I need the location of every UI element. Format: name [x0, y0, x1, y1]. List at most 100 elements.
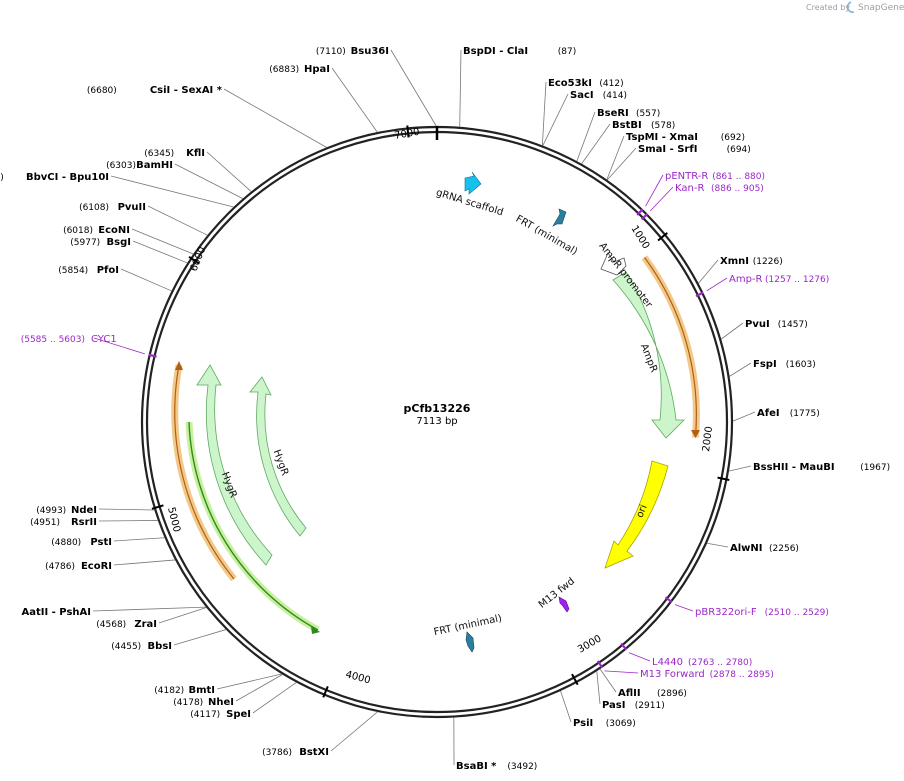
enzyme-bstxi-position: (3786): [262, 748, 292, 758]
enzyme-pasi-leader: [596, 671, 601, 705]
primer-pentrr-label: pENTR-R: [665, 171, 708, 182]
feature-ori-arrow: [604, 460, 669, 569]
feature-frt-bottom-arrow: [465, 631, 475, 653]
enzyme-pfoi-label: PfoI: [97, 265, 119, 276]
enzyme-nhei-leader: [235, 674, 283, 702]
enzyme-rsrii-position: (4951): [30, 518, 60, 528]
primer-m13forward-label: M13 Forward: [640, 669, 705, 680]
tick-label-1000: 1000: [628, 224, 651, 251]
enzyme-econi-label: EcoNI: [98, 225, 130, 236]
enzyme-saci-label: SacI: [570, 90, 594, 101]
feature-label-m13-fwd: M13 fwd: [537, 576, 577, 611]
primer-ampr-site: [695, 291, 704, 298]
enzyme-ndei-leader: [98, 508, 155, 511]
enzyme-kfli-position: (6345): [144, 149, 174, 159]
enzyme-aatii-label: AatII - PshAI: [21, 607, 91, 618]
enzyme-pvuii-label: PvuII: [118, 202, 146, 213]
enzyme-xmni-position: (1226): [753, 257, 783, 267]
enzyme-csii-position: (6680): [87, 86, 117, 96]
enzyme-bbvci-label: BbvCI - Bpu10I: [26, 172, 109, 183]
plasmid-size: 7113 bp: [416, 416, 457, 427]
enzyme-zrai-leader: [158, 607, 207, 624]
tick-label-7000: 7000: [394, 127, 421, 142]
snapgene-logo-icon: [846, 1, 855, 13]
enzyme-afei-position: (1775): [790, 409, 820, 419]
primer-cyc1-leader: [93, 337, 145, 355]
enzyme-bbsi-position: (4455): [111, 642, 141, 652]
primer-cyc1-site: [148, 353, 157, 358]
enzyme-alwni-leader: [706, 542, 729, 548]
enzyme-bsabi-label: BsaBI *: [456, 761, 497, 772]
enzyme-bsu36i-position: (7110): [316, 47, 346, 57]
feature-ampr-promoter-arrow: [600, 252, 627, 276]
enzyme-psii-position: (3069): [606, 719, 636, 729]
enzyme-bsgi-leader: [132, 240, 188, 264]
enzyme-tspmi-label: TspMI - XmaI: [626, 132, 698, 143]
primer-ampr-leader: [706, 277, 728, 292]
feature-m13-fwd-arrow: [558, 596, 570, 613]
enzyme-aatii-leader: [92, 606, 207, 612]
enzyme-pasi-label: PasI: [602, 700, 625, 711]
enzyme-bstxi-leader: [330, 711, 378, 752]
leader-layer: [92, 49, 756, 766]
orf-hygr-arrowhead: [175, 361, 183, 370]
enzyme-bmti-position: (4182): [154, 686, 184, 696]
enzyme-psti-position: (4880): [51, 538, 81, 548]
enzyme-bstbi-position: (578): [651, 121, 675, 131]
enzyme-psti-leader: [113, 537, 165, 542]
tick-label-3000: 3000: [576, 633, 604, 655]
enzyme-kfli-label: KflI: [186, 148, 205, 159]
enzyme-bbvci-leader: [110, 175, 234, 208]
enzyme-hpai-leader: [331, 67, 378, 133]
enzyme-pvui-position: (1457): [778, 320, 808, 330]
enzyme-bsgi-position: (5977): [70, 238, 100, 248]
enzyme-smai-label: SmaI - SrfI: [638, 144, 697, 155]
enzyme-fspi-label: FspI: [753, 359, 777, 370]
enzyme-fspi-leader: [729, 362, 752, 377]
enzyme-bstbi-leader: [581, 123, 611, 164]
enzyme-spei-position: (4117): [190, 710, 220, 720]
primer-cyc1-range: (5585 .. 5603): [21, 335, 85, 345]
primer-l4440-site: [620, 642, 628, 651]
enzyme-xmni-leader: [698, 259, 719, 284]
brand-created-by: Created by: [806, 3, 850, 12]
primer-m13forward-site: [596, 660, 604, 669]
enzyme-bsu36i-leader: [390, 49, 437, 127]
primer-ampr-label: Amp-R: [729, 274, 763, 285]
enzyme-saci-position: (414): [603, 91, 627, 101]
enzyme-bamhi-position: (6303): [106, 161, 136, 171]
enzyme-pasi-position: (2911): [635, 701, 665, 711]
enzyme-bsshii-position: (1967): [860, 463, 890, 473]
orf-green-line: [188, 421, 319, 631]
primer-l4440-leader: [628, 652, 651, 662]
enzyme-eco53ki-position: (412): [599, 79, 623, 89]
enzyme-rsrii-label: RsrII: [71, 517, 97, 528]
enzyme-tspmi-position: (692): [721, 133, 745, 143]
feature-ampr-arrow: [612, 271, 685, 439]
enzyme-bamhi-label: BamHI: [136, 160, 173, 171]
enzyme-bbsi-label: BbsI: [148, 641, 172, 652]
tick-7000: [406, 125, 410, 138]
tick-1000: [657, 232, 668, 242]
enzyme-csii-label: CsiI - SexAI *: [150, 85, 223, 96]
tick-3000: [571, 673, 579, 686]
enzyme-pvuii-position: (6108): [79, 203, 109, 213]
tick-label-6000: 6000: [189, 245, 209, 273]
enzyme-ecori-position: (4786): [45, 562, 75, 572]
enzyme-nhei-label: NheI: [208, 697, 234, 708]
enzyme-afei-label: AfeI: [757, 408, 780, 419]
feature-label-ampr-promoter: AmpR promoter: [597, 241, 655, 311]
enzyme-pvui-leader: [720, 322, 744, 340]
enzyme-afei-leader: [732, 411, 756, 422]
enzyme-bbvci-position: (6255): [0, 173, 4, 183]
enzyme-hpai-label: HpaI: [304, 64, 330, 75]
enzyme-alwni-label: AlwNI: [730, 543, 763, 554]
primer-pbr322orif-range: (2510 .. 2529): [765, 608, 829, 618]
orf-hygr-line: [174, 364, 235, 580]
plasmid-name: pCfb13226: [404, 402, 471, 415]
enzyme-bseri-label: BseRI: [597, 108, 629, 119]
primer-ampr-range: (1257 .. 1276): [765, 275, 829, 285]
primer-pbr322orif-site: [664, 596, 673, 604]
enzyme-bbsi-leader: [173, 629, 227, 646]
